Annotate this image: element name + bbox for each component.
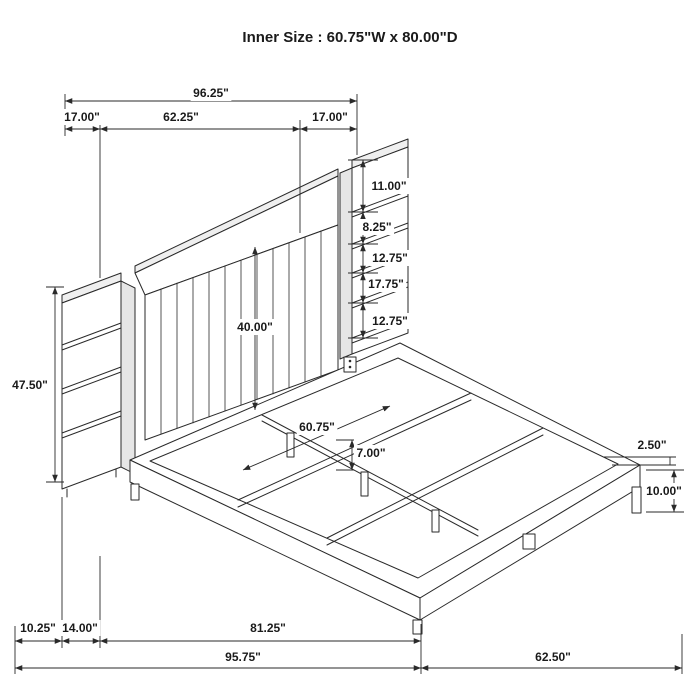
- left-pier-front: [61, 280, 122, 490]
- left-pier-bookcase: [61, 272, 136, 498]
- dim-label-shelf3: 12.75": [372, 251, 408, 265]
- foot-center-block: [522, 533, 536, 550]
- dim-label-overall-width: 96.25": [193, 86, 229, 100]
- mounting-bracket: [343, 356, 357, 373]
- headboard-back-panel: [134, 168, 339, 296]
- dim-label-inner-width: 60.75": [299, 420, 335, 434]
- dim-label-rail-lip: 2.50": [637, 438, 666, 452]
- dim-label-headboard-height: 40.00": [237, 320, 273, 334]
- corner-legs: [130, 483, 642, 635]
- left-pier-shelves: [61, 322, 122, 439]
- dim-label-side-frame-width: 62.50": [535, 650, 571, 664]
- dim-label-shelf4: 17.75": [368, 277, 404, 291]
- page-title: Inner Size : 60.75"W x 80.00"D: [242, 29, 457, 46]
- dim-label-pier-depth: 10.25": [20, 621, 56, 635]
- dim-label-frame-side-height: 10.00": [646, 484, 682, 498]
- arrow-lines: [14, 98, 682, 671]
- dim-label-shelf2: 8.25": [362, 220, 391, 234]
- frame-inner-edge: [149, 357, 619, 579]
- dim-label-overall-depth: 95.75": [225, 650, 261, 664]
- left-pier-feet: [66, 468, 117, 498]
- dim-label-left-pier-width: 17.00": [64, 110, 100, 124]
- dim-label-pier-height: 47.50": [12, 378, 48, 392]
- dim-label-right-pier-width: 17.00": [312, 110, 348, 124]
- dimension-labels: 96.25" 17.00" 62.25" 17.00" 11.00" 8.25"…: [9, 85, 685, 665]
- dim-label-upper-shelf: 11.00": [371, 179, 406, 193]
- dim-label-headboard-depth: 14.00": [62, 621, 98, 635]
- dimension-lines: [14, 94, 684, 674]
- left-pier-side: [120, 280, 136, 475]
- bed-drawing: [61, 138, 642, 635]
- dim-label-deck-length: 81.25": [250, 621, 286, 635]
- dim-label-leg-height: 7.00": [356, 446, 385, 460]
- dim-label-headboard-width: 62.25": [163, 110, 199, 124]
- dim-inner-width-line: [242, 405, 391, 471]
- right-pier-side: [339, 167, 353, 360]
- dim-label-shelf5: 12.75": [372, 314, 408, 328]
